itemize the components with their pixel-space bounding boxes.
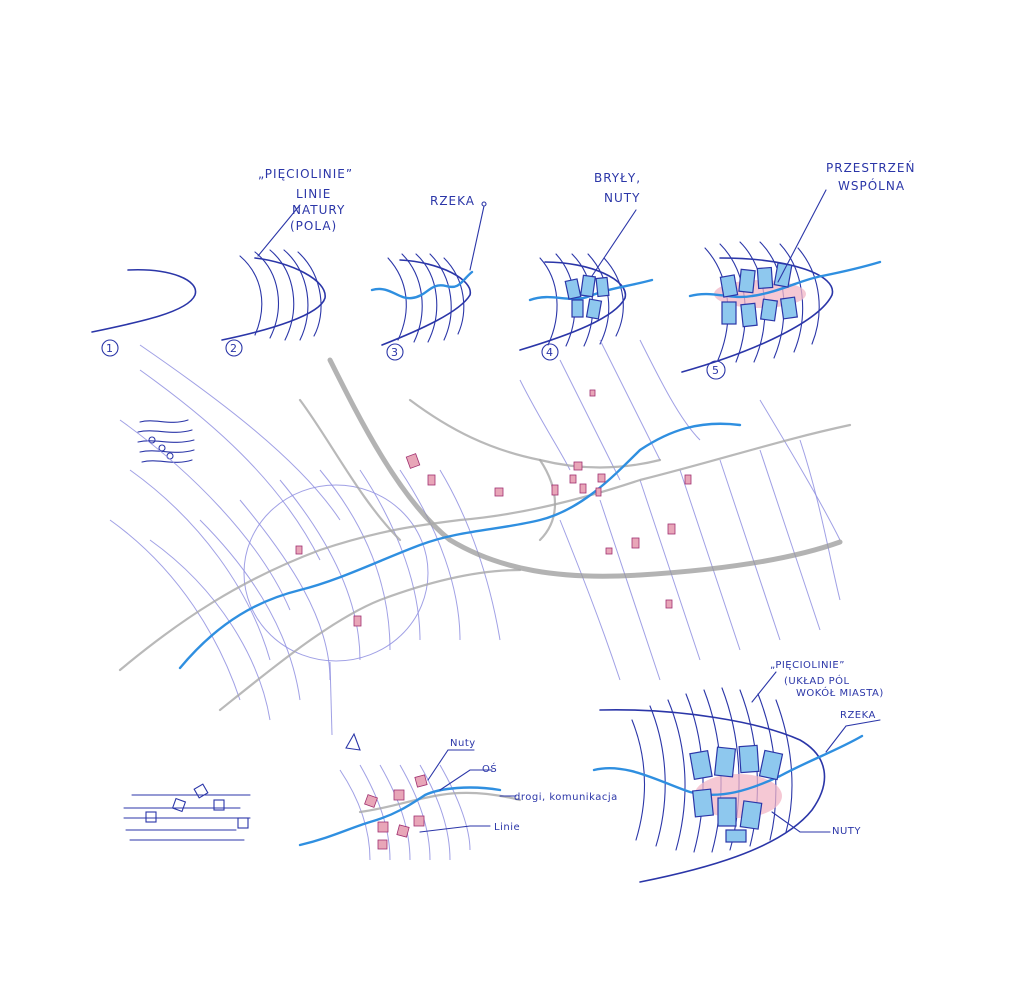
label-linie-small: Linie xyxy=(494,822,520,833)
field-lines xyxy=(109,339,841,721)
step-5-sketch: 5 xyxy=(681,189,882,380)
staff-diagram xyxy=(123,783,251,841)
label-drogi: drogi, komunikacja xyxy=(514,792,618,803)
label-przestrzen-line2: WSPÓLNA xyxy=(838,178,905,193)
step-5-number: 5 xyxy=(712,364,719,377)
main-map xyxy=(109,339,852,751)
houses xyxy=(295,389,692,627)
step-1-sketch: 1 xyxy=(91,269,197,357)
label-os: OŚ xyxy=(482,762,497,775)
label-piecolinie-bottom: „PIĘCIOLINIE” xyxy=(770,660,845,671)
summary-sketch xyxy=(592,671,881,883)
step-4-number: 4 xyxy=(546,346,553,359)
label-piecolinie-top: „PIĘCIOLINIE” xyxy=(258,167,353,181)
label-uklad-line2: WOKÓŁ MIASTA) xyxy=(796,686,884,699)
label-rzeka-top: RZEKA xyxy=(430,194,475,208)
label-linie-natury-line2: NATURY xyxy=(292,203,345,217)
label-rzeka-bottom: RZEKA xyxy=(840,710,876,721)
step-3-sketch: 3 xyxy=(370,201,487,361)
label-bryly-line2: NUTY xyxy=(604,191,640,205)
step-3-number: 3 xyxy=(391,346,398,359)
step-2-sketch: 2 xyxy=(221,204,326,357)
step-1-number: 1 xyxy=(106,342,113,355)
step-4-sketch: 4 xyxy=(519,209,654,361)
label-linie-natury-line1: LINIE xyxy=(296,187,331,201)
label-przestrzen-line1: PRZESTRZEŃ xyxy=(826,160,915,175)
label-bryly-line1: BRYŁY, xyxy=(594,171,641,185)
river xyxy=(178,422,742,670)
step-2-number: 2 xyxy=(230,342,237,355)
label-nuty-small: Nuty xyxy=(450,738,476,749)
label-uklad-line1: (UKŁAD PÓL xyxy=(784,674,850,687)
label-nuty-bottom: NUTY xyxy=(832,826,861,837)
roads xyxy=(118,357,852,712)
label-linie-natury-line3: (POLA) xyxy=(290,219,337,233)
detail-sketch xyxy=(298,749,522,861)
